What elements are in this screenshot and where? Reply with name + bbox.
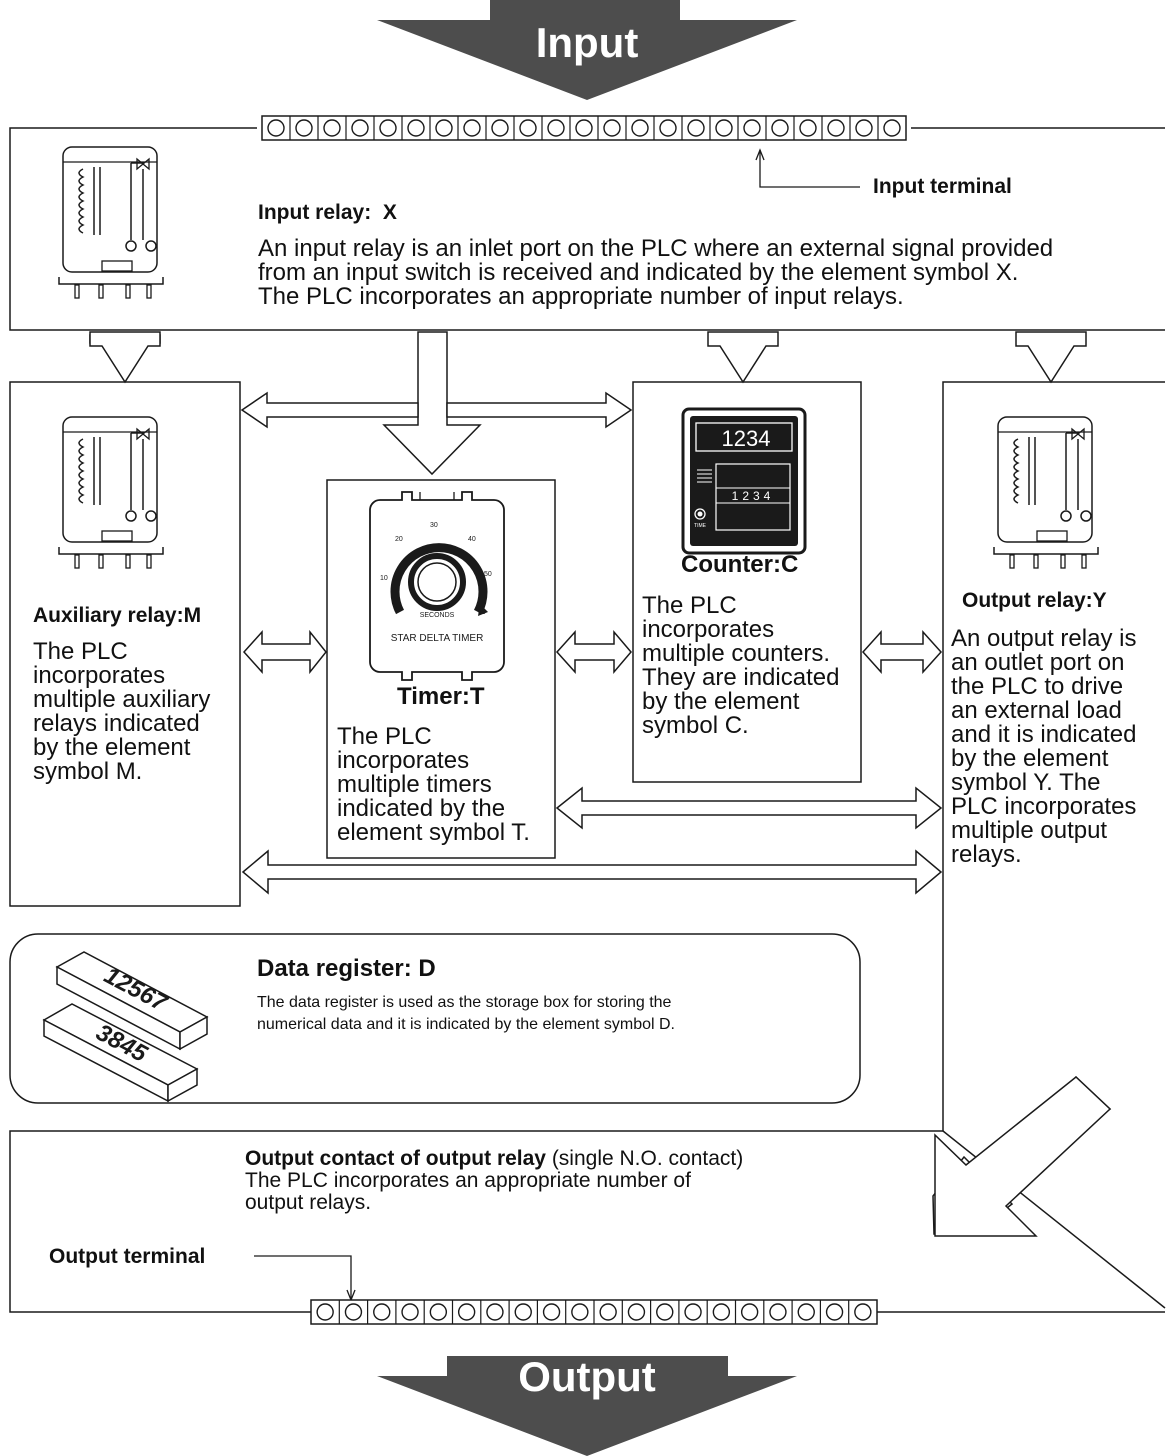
dial-label: SECONDS bbox=[420, 612, 455, 619]
dial-tick-label: 0 bbox=[394, 607, 398, 614]
output-banner-label: Output bbox=[487, 1352, 687, 1402]
output-terminal-pointer bbox=[254, 1256, 351, 1300]
output-contact-note: (single N.O. contact) bbox=[546, 1147, 743, 1170]
timer-icon: 0 10 20 30 40 50 60 SECONDS STAR DELTA T… bbox=[370, 492, 504, 680]
input-terminal-label: Input terminal bbox=[873, 176, 1012, 197]
down-arrow-icon bbox=[708, 332, 778, 382]
dial-tick-label: 10 bbox=[380, 575, 388, 582]
counter-title: Counter:C bbox=[681, 553, 798, 577]
double-arrow-icon bbox=[863, 632, 941, 672]
counter-wheel-digits: 1234 bbox=[732, 489, 775, 503]
counter-button-label: TIME bbox=[694, 523, 707, 529]
counter-display: 1234 bbox=[722, 426, 771, 451]
double-arrow-icon bbox=[557, 788, 941, 828]
data-register-title: Data register: D bbox=[257, 957, 436, 981]
output-contact-description: The PLC incorporates an appropriate numb… bbox=[245, 1170, 691, 1214]
double-arrow-icon bbox=[557, 632, 631, 672]
output-terminal-strip bbox=[311, 1300, 877, 1324]
double-arrow-icon bbox=[447, 393, 631, 427]
output-contact-title: Output contact of output relay bbox=[245, 1147, 546, 1170]
dial-tick-label: 20 bbox=[395, 536, 403, 543]
output-terminal-label: Output terminal bbox=[49, 1246, 205, 1267]
down-arrow-icon bbox=[90, 332, 160, 382]
dial-tick-label: 30 bbox=[430, 522, 438, 529]
auxiliary-relay-title: Auxiliary relay:M bbox=[33, 605, 201, 626]
timer-title: Timer:T bbox=[397, 685, 485, 709]
input-terminal-pointer bbox=[760, 150, 860, 187]
dial-tick-label: 50 bbox=[484, 571, 492, 578]
input-relay-title: Input relay: X bbox=[258, 202, 397, 223]
auxiliary-relay-description: The PLC incorporates multiple auxiliary … bbox=[33, 640, 210, 784]
timer-device-caption: STAR DELTA TIMER bbox=[391, 633, 484, 644]
double-arrow-icon bbox=[244, 632, 326, 672]
down-arrow-icon bbox=[1016, 332, 1086, 382]
data-register-description: The data register is used as the storage… bbox=[257, 992, 675, 1036]
input-terminal-strip bbox=[262, 116, 906, 140]
output-relay-icon bbox=[994, 417, 1098, 568]
double-arrow-icon bbox=[242, 393, 418, 427]
dial-tick-label: 40 bbox=[468, 536, 476, 543]
counter-icon: 1234 1234 TIME bbox=[683, 409, 805, 553]
input-banner-label: Input bbox=[487, 18, 687, 68]
output-relay-description: An output relay is an outlet port on the… bbox=[951, 627, 1136, 867]
input-relay-icon bbox=[59, 147, 163, 298]
auxiliary-relay-icon bbox=[59, 417, 163, 568]
data-block-icon: 3845 12567 bbox=[44, 952, 207, 1101]
counter-description: The PLC incorporates multiple counters. … bbox=[642, 594, 839, 738]
timer-description: The PLC incorporates multiple timers ind… bbox=[337, 725, 530, 845]
input-relay-description: An input relay is an inlet port on the P… bbox=[258, 237, 1053, 309]
dial-tick-label: 60 bbox=[478, 609, 486, 616]
output-relay-title: Output relay:Y bbox=[962, 590, 1107, 611]
output-contact-heading: Output contact of output relay (single N… bbox=[245, 1148, 743, 1169]
